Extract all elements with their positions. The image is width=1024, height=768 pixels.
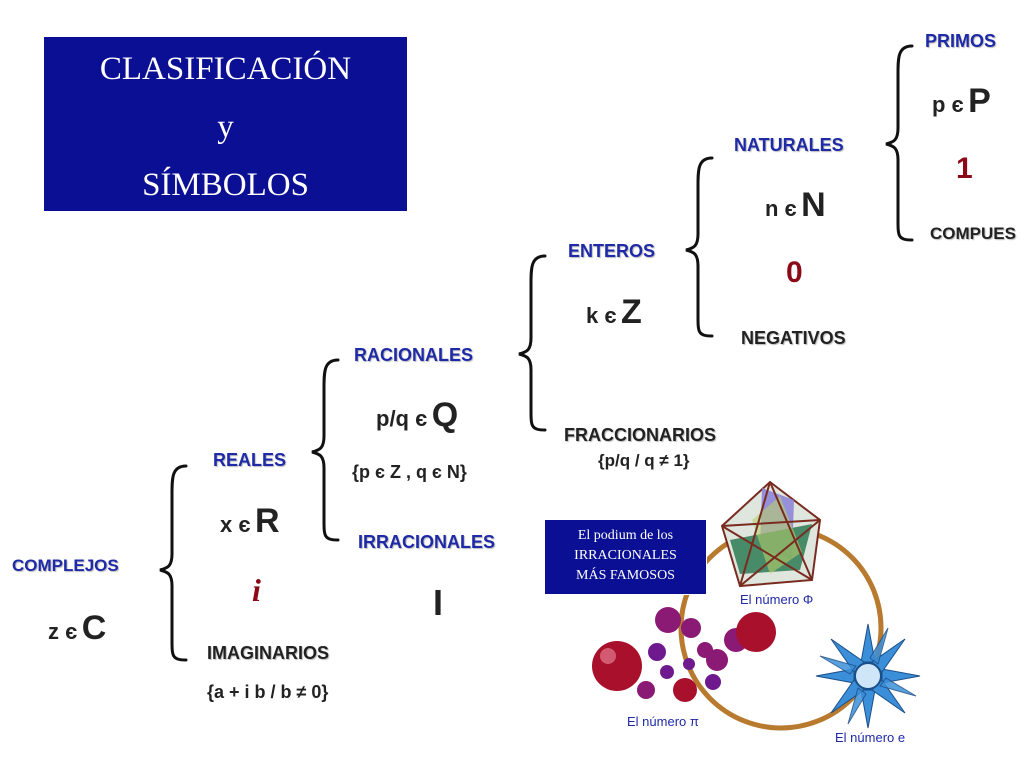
enteros-symbol: k є Z xyxy=(586,293,642,332)
caption-e: El número e xyxy=(832,730,909,745)
imaginarios-label: IMAGINARIOS xyxy=(207,643,330,663)
primos-set-letter: P xyxy=(968,82,991,120)
racionales-membership: p/q є xyxy=(376,406,428,431)
racionales-symbol: p/q є Q xyxy=(376,396,458,435)
naturales-label: NATURALES xyxy=(734,135,844,155)
podium-line-3: MÁS FAMOSOS xyxy=(576,568,675,583)
reales-membership: x є xyxy=(220,512,251,537)
pi-spheres-drawing xyxy=(592,607,776,702)
negativos-label: NEGATIVOS xyxy=(741,328,846,348)
one-symbol: 1 xyxy=(956,152,973,185)
primos-label: PRIMOS xyxy=(925,31,997,51)
fraccionarios-set: {p/q / q ≠ 1} xyxy=(598,451,690,470)
naturales-membership: n є xyxy=(765,196,797,221)
brace-naturales xyxy=(885,44,914,242)
brace-complejos xyxy=(159,464,188,662)
podium-line-2: IRRACIONALES xyxy=(574,548,677,563)
brace-reales xyxy=(311,358,340,542)
complejos-set-letter: C xyxy=(81,609,107,647)
enteros-membership: k є xyxy=(586,303,617,328)
caption-pi: El número π xyxy=(624,714,702,729)
irracionales-label: IRRACIONALES xyxy=(358,532,496,552)
primos-symbol: p є P xyxy=(932,82,991,121)
complejos-label: COMPLEJOS xyxy=(12,556,119,575)
fraccionarios-label: FRACCIONARIOS xyxy=(564,425,716,445)
naturales-set-letter: N xyxy=(801,186,826,224)
title-line-2: y xyxy=(217,109,234,145)
title-line-3: SÍMBOLOS xyxy=(142,167,309,203)
caption-phi: El número Φ xyxy=(737,592,817,607)
enteros-set-letter: Z xyxy=(620,293,642,331)
brace-enteros xyxy=(685,156,714,338)
imaginarios-set: {a + i b / b ≠ 0} xyxy=(207,682,329,702)
e-star-drawing xyxy=(815,623,921,729)
brace-racionales xyxy=(518,254,547,432)
phi-polyhedron-drawing xyxy=(720,480,822,588)
reales-symbol: x є R xyxy=(220,502,280,541)
title-line-1: CLASIFICACIÓN xyxy=(99,51,352,87)
complejos-symbol: z є C xyxy=(48,609,106,648)
racionales-set: {p є Z , q є N} xyxy=(352,462,467,482)
reales-label: REALES xyxy=(213,450,287,470)
zero-symbol: 0 xyxy=(786,256,803,289)
racionales-set-letter: Q xyxy=(431,396,459,434)
compuestos-label: COMPUES xyxy=(930,224,1016,243)
irracionales-set-letter: I xyxy=(433,582,444,623)
reales-set-letter: R xyxy=(254,502,280,540)
enteros-label: ENTEROS xyxy=(568,241,656,261)
title-box: CLASIFICACIÓN y SÍMBOLOS xyxy=(44,37,407,211)
naturales-symbol: n є N xyxy=(765,186,826,225)
podium-box: El podium de los IRRACIONALES MÁS FAMOSO… xyxy=(544,519,707,595)
complejos-membership: z є xyxy=(48,619,78,644)
podium-line-1: El podium de los xyxy=(577,528,674,543)
imaginary-unit-symbol: i xyxy=(252,572,261,608)
racionales-label: RACIONALES xyxy=(354,345,474,365)
primos-membership: p є xyxy=(932,92,964,117)
